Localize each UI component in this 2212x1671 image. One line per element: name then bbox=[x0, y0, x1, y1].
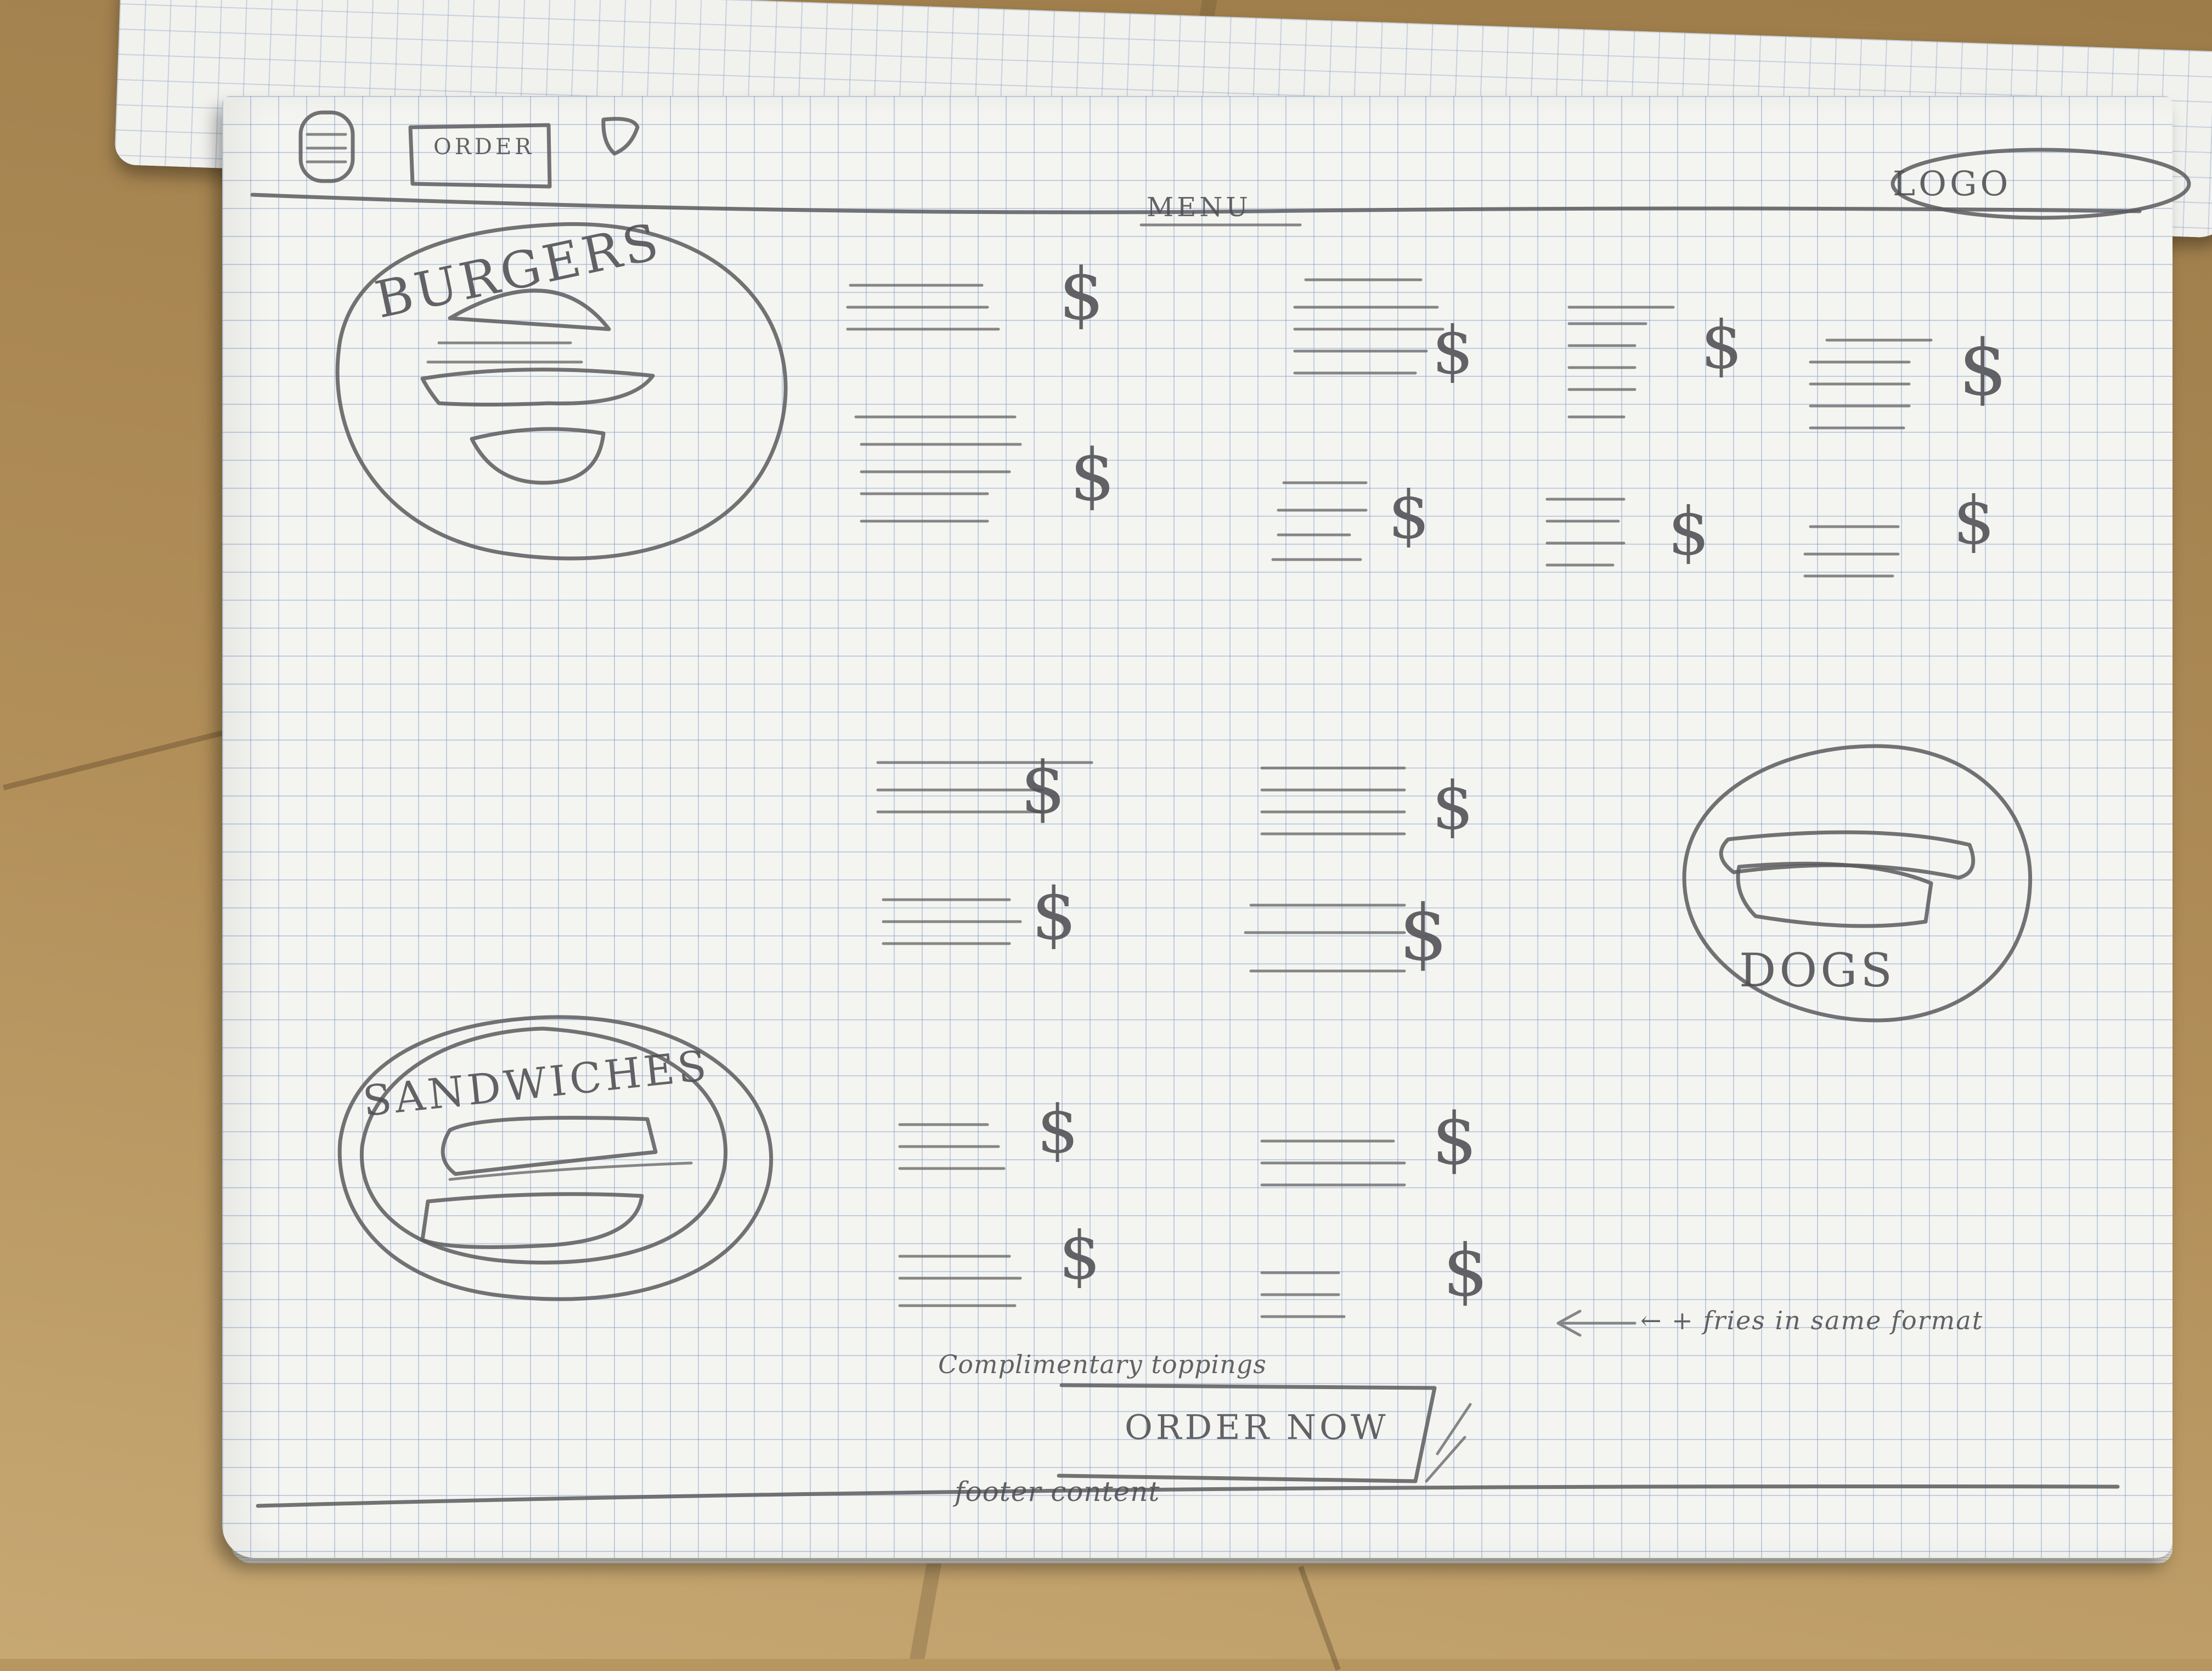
price-symbol: $ bbox=[1020, 746, 1069, 829]
header-divider-line bbox=[250, 193, 2142, 214]
footer-divider-line bbox=[256, 1484, 2120, 1508]
location-icon bbox=[601, 117, 640, 156]
order-button-outline bbox=[408, 123, 552, 189]
price-symbol: $ bbox=[1031, 872, 1080, 956]
price-symbol: $ bbox=[1701, 307, 1746, 383]
price-symbol: $ bbox=[1432, 768, 1477, 844]
price-symbol: $ bbox=[1399, 889, 1452, 978]
dogs-label[interactable]: DOGS bbox=[1739, 944, 1895, 997]
order-now-outline bbox=[1057, 1383, 1437, 1483]
price-symbol: $ bbox=[1443, 1229, 1492, 1312]
sandwiches-illustration bbox=[337, 1015, 773, 1301]
price-symbol: $ bbox=[1070, 433, 1119, 517]
price-symbol: $ bbox=[1432, 313, 1477, 389]
fries-arrow bbox=[1556, 1309, 1637, 1337]
menu-item-lines bbox=[846, 278, 1933, 1318]
dogs-illustration bbox=[1682, 744, 2033, 1023]
order-now-button[interactable]: ORDER NOW bbox=[1125, 1407, 1389, 1447]
price-symbol: $ bbox=[1037, 1092, 1082, 1168]
price-symbol: $ bbox=[1059, 252, 1108, 336]
toppings-note: Complimentary toppings bbox=[938, 1350, 1267, 1379]
footer-content: footer content bbox=[955, 1476, 1160, 1508]
price-symbol: $ bbox=[1953, 483, 1999, 559]
price-symbol: $ bbox=[1059, 1218, 1104, 1294]
menu-title: MENU bbox=[1147, 192, 1251, 223]
order-button[interactable]: ORDER bbox=[433, 134, 535, 160]
order-now-accent bbox=[1425, 1403, 1472, 1483]
price-symbol: $ bbox=[1668, 494, 1713, 570]
price-symbol: $ bbox=[1388, 477, 1434, 554]
price-symbol: $ bbox=[1959, 324, 2011, 413]
price-symbol: $ bbox=[1432, 1097, 1481, 1181]
burgers-illustration bbox=[335, 222, 788, 561]
hamburger-menu-icon[interactable] bbox=[298, 110, 355, 183]
fries-note: ← + fries in same format bbox=[1640, 1306, 1984, 1335]
logo[interactable]: LOGO bbox=[1893, 163, 2012, 204]
logo-outline bbox=[1891, 148, 2191, 220]
